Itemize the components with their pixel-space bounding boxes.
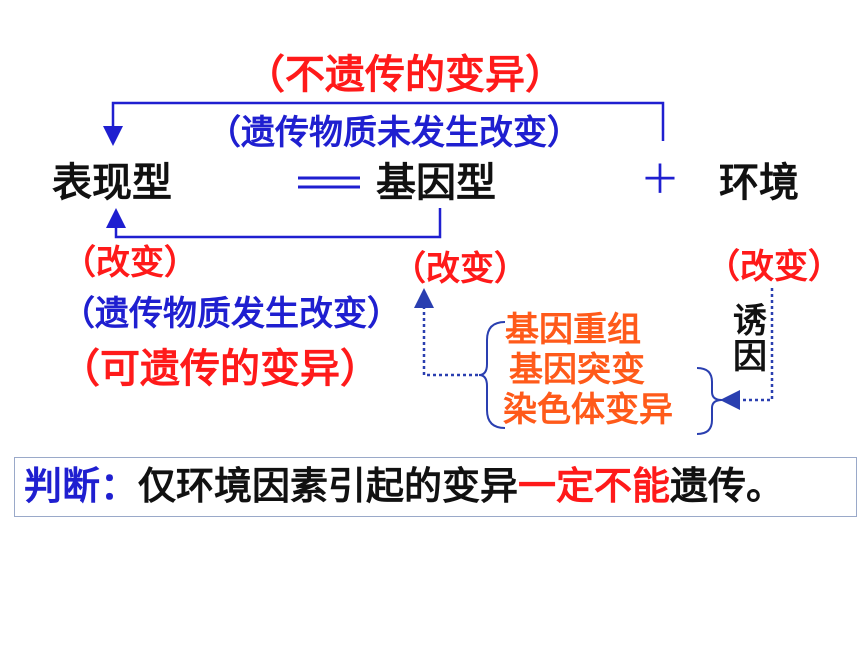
bottom-arrow: [106, 208, 442, 239]
induce-char-1: 诱: [733, 301, 767, 341]
judgement-text: 判断：仅环境因素引起的变异一定不能遗传。: [24, 467, 784, 505]
left-brace: [478, 321, 506, 429]
genotype-change-label: （改变）: [392, 249, 528, 289]
judgement-part2: 遗传。: [670, 464, 785, 508]
dotted-arrow-middle: [414, 288, 478, 377]
judgement-box: [14, 457, 857, 517]
non-heritable-variation-label: （不遗传的变异）: [245, 52, 565, 98]
plus-sign: ＋: [640, 157, 680, 203]
environment-change-label: （改变）: [706, 247, 842, 287]
right-brace: [696, 367, 723, 435]
phenotype-change-label: （改变）: [62, 243, 198, 283]
genetic-material-unchanged-label: （遗传物质未发生改变）: [207, 113, 581, 153]
genotype-label: 基因型: [376, 160, 496, 206]
heritable-variation-label: （可遗传的变异）: [60, 346, 380, 392]
phenotype-label: 表现型: [52, 160, 172, 206]
induce-char-2: 因: [733, 337, 767, 377]
environment-label: 环境: [719, 160, 799, 206]
judgement-emphasis: 一定不能: [518, 464, 671, 508]
judgement-part1: 仅环境因素引起的变异: [138, 464, 519, 508]
source-gene-recombination: 基因重组: [505, 310, 641, 350]
source-chromosome-variation: 染色体变异: [503, 390, 673, 430]
source-gene-mutation: 基因突变: [509, 350, 645, 390]
top-arrow: [103, 101, 665, 146]
judgement-label: 判断：: [24, 464, 139, 508]
dotted-arrow-right: [720, 288, 774, 410]
genetic-material-changed-label: （遗传物质发生改变）: [61, 294, 401, 334]
